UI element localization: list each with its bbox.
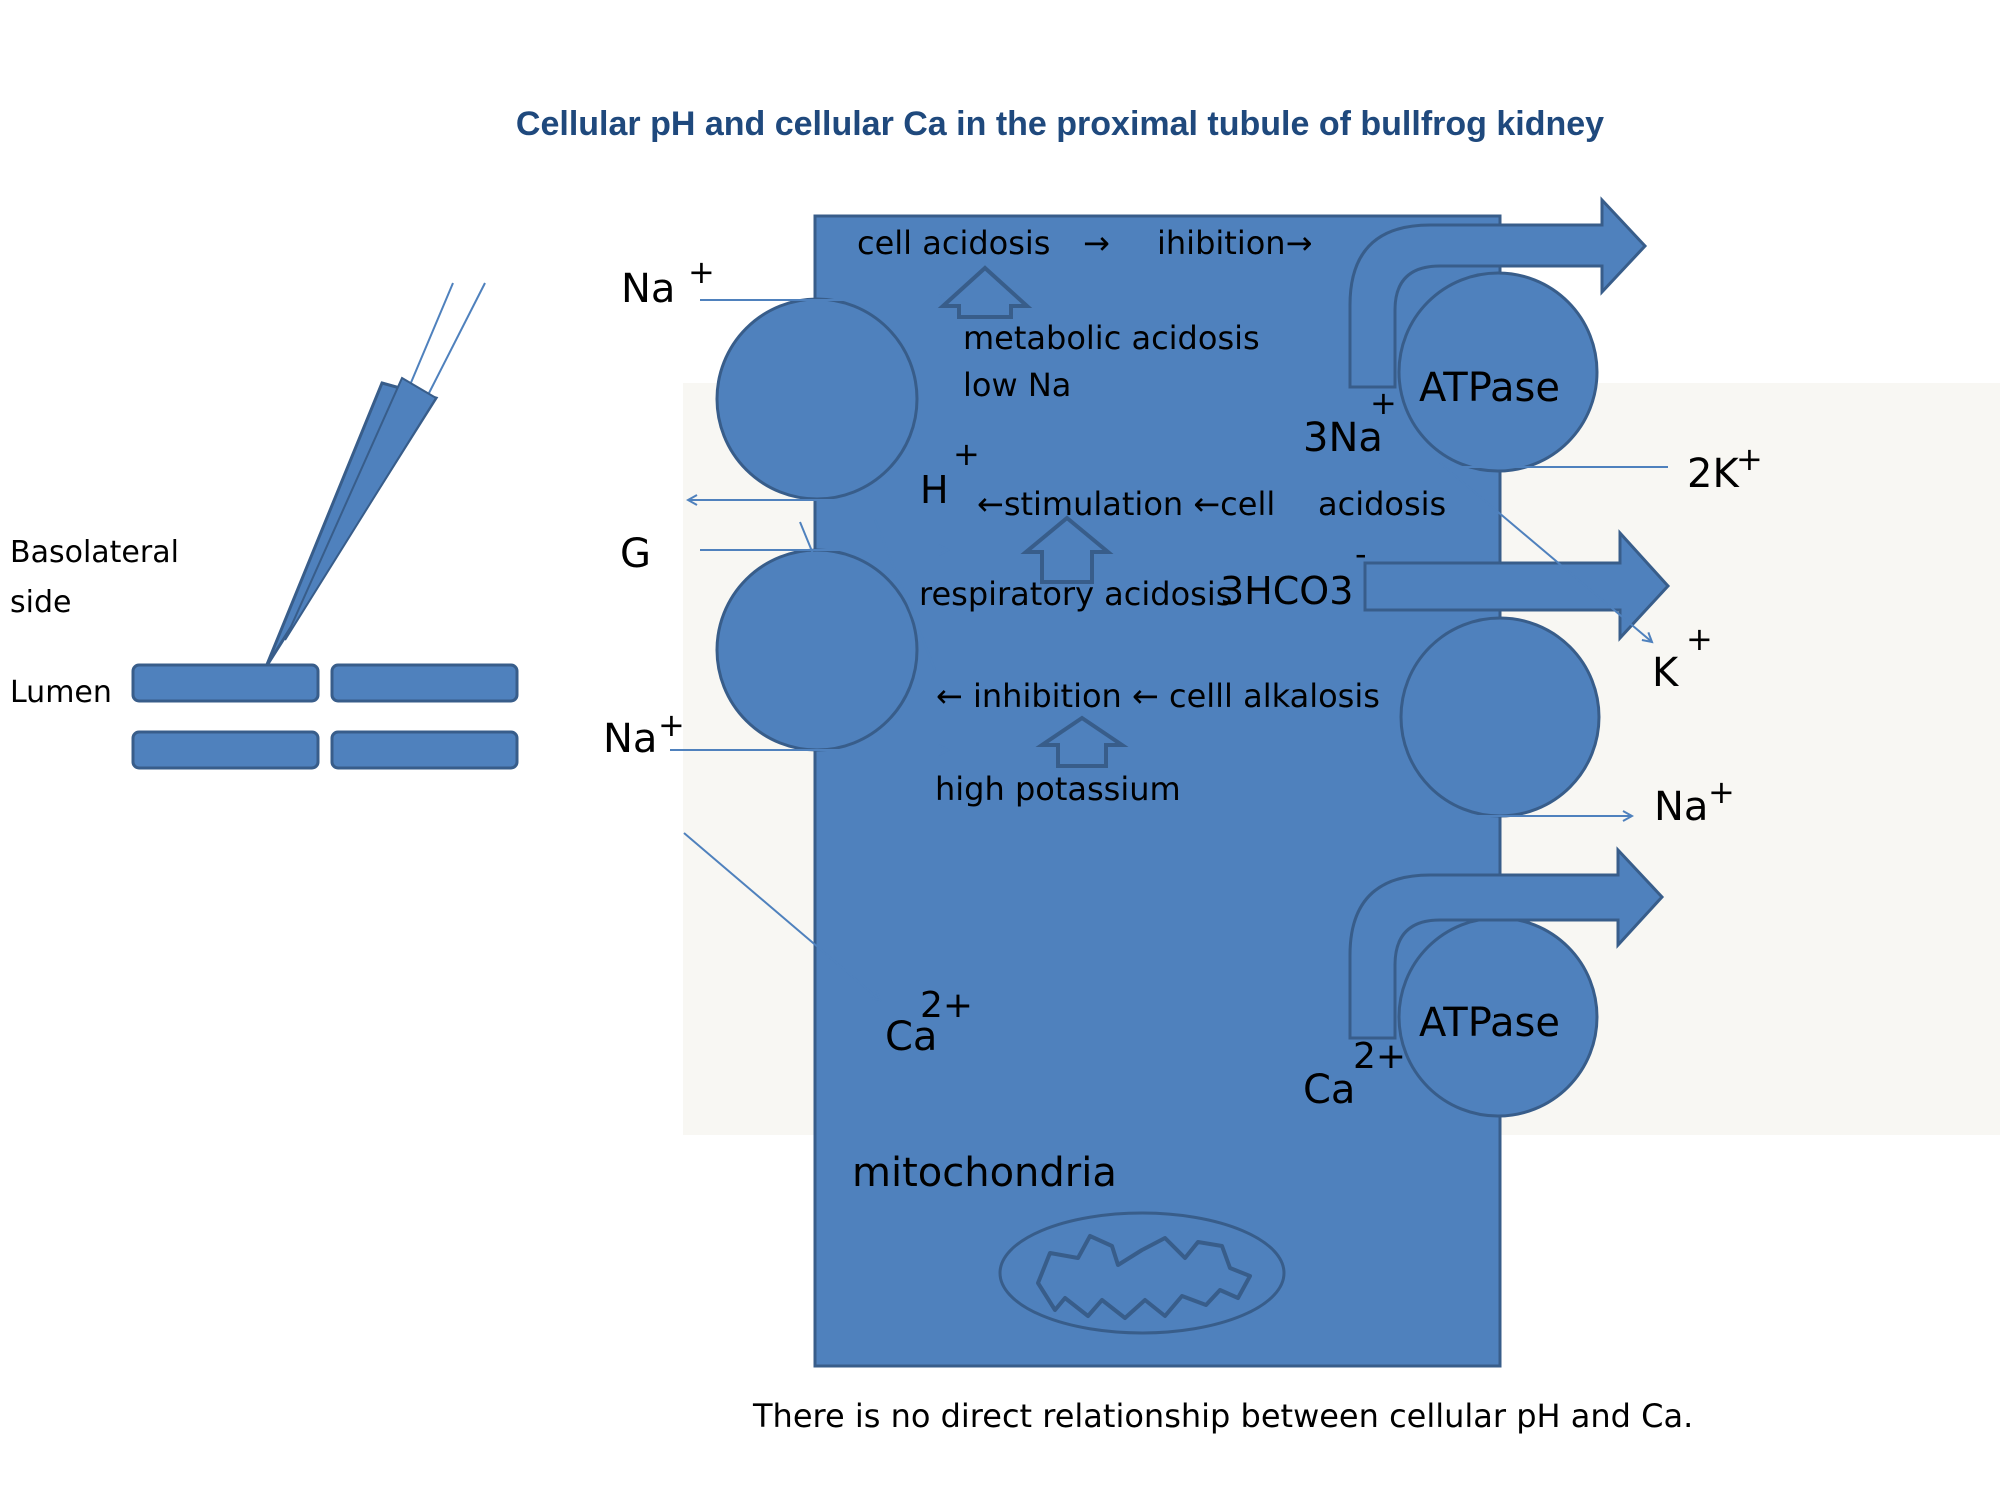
up-arrow-potassium xyxy=(1035,715,1129,768)
k2-label: 2K xyxy=(1687,451,1740,497)
k-efflux-arrow xyxy=(1439,462,1652,642)
cross-line-a xyxy=(799,521,831,596)
hco3-charge: - xyxy=(1355,535,1367,573)
h-ion-charge: + xyxy=(953,435,980,473)
na-top-charge: + xyxy=(688,253,715,291)
k-label: K xyxy=(1652,650,1680,696)
lumen-label: Lumen xyxy=(10,675,112,710)
acidosis-text: acidosis xyxy=(1318,485,1446,523)
micro-pipette xyxy=(264,282,486,668)
k-charge: + xyxy=(1686,620,1713,658)
ion-flow-lines xyxy=(670,300,1668,1000)
cell-body xyxy=(813,214,1502,1368)
up-arrow-metabolic xyxy=(937,265,1033,319)
low-na-text: low Na xyxy=(963,366,1071,404)
up-arrow-respiratory xyxy=(1020,515,1114,584)
k2-charge: + xyxy=(1736,440,1763,478)
ca-right-label: Ca xyxy=(1303,1067,1355,1113)
bent-arrow-top xyxy=(1348,196,1648,389)
na-right-label: Na xyxy=(1654,784,1708,830)
footer-note: There is no direct relationship between … xyxy=(752,1397,1693,1435)
respiratory-acidosis-text: respiratory acidosis xyxy=(919,575,1232,613)
cell-acidosis-text: cell acidosis xyxy=(857,224,1050,262)
na3-label: 3Na xyxy=(1303,415,1383,461)
ca-inside-charge: 2+ xyxy=(920,985,973,1026)
na-right-charge: + xyxy=(1708,773,1735,811)
metabolic-acidosis-text: metabolic acidosis xyxy=(963,319,1260,357)
bent-arrow-bottom xyxy=(1348,846,1665,1040)
na-bottom-label: Na xyxy=(603,716,657,762)
cross-line-b xyxy=(874,519,936,671)
ca-influx-arrow xyxy=(683,832,880,1000)
side-label: side xyxy=(10,585,71,620)
ca-right-charge: 2+ xyxy=(1353,1036,1406,1077)
mitochondrion xyxy=(998,1211,1286,1335)
transporter-circle-middle xyxy=(715,548,919,752)
tubule-cell-block xyxy=(131,663,320,703)
tubule-cell-block xyxy=(330,730,519,770)
tubule-cell-block xyxy=(131,730,320,770)
arrow-right-text: → xyxy=(1083,224,1110,262)
g-label: G xyxy=(620,531,651,577)
stimulation-text: ←stimulation ←cell xyxy=(977,485,1275,523)
na-bottom-charge: + xyxy=(658,706,685,744)
transporter-circle-top xyxy=(715,297,919,501)
na3-charge: + xyxy=(1370,384,1397,422)
hco3-label: 3HCO3 xyxy=(1220,569,1353,613)
h-ion-label: H xyxy=(920,468,949,512)
basolateral-label: Basolateral xyxy=(10,535,179,570)
tubule-cell-block xyxy=(330,663,519,703)
na-top-label: Na xyxy=(621,266,675,312)
inhibition-alkalosis-text: ← inhibition ← celll alkalosis xyxy=(936,677,1380,715)
ca-inside-label: Ca xyxy=(885,1014,937,1060)
diagram-title: Cellular pH and cellular Ca in the proxi… xyxy=(516,105,1604,143)
exchanger-circle xyxy=(1399,616,1601,818)
atpase-bottom-label: ATPase xyxy=(1419,1000,1560,1046)
high-potassium-text: high potassium xyxy=(935,770,1181,808)
atpase-circle-top xyxy=(1397,271,1599,473)
mitochondria-label: mitochondria xyxy=(852,1150,1117,1196)
inhibition-top-text: ihibition→ xyxy=(1157,224,1312,262)
atpase-top-label: ATPase xyxy=(1419,365,1560,411)
bicarbonate-arrow xyxy=(1363,529,1671,642)
